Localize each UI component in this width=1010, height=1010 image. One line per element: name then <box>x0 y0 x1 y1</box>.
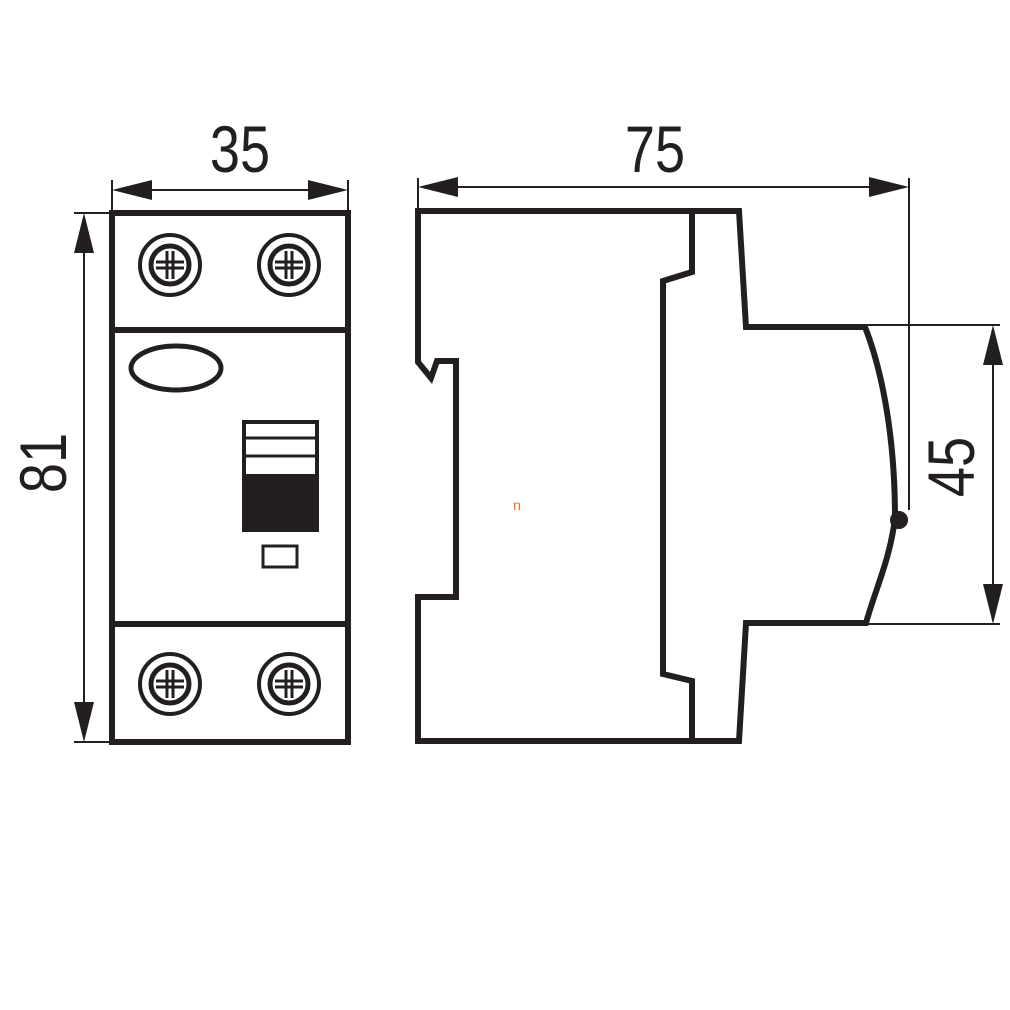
side-front-height-label: 45 <box>914 437 988 497</box>
front-width-label: 35 <box>210 112 270 186</box>
arrowhead-left-icon <box>112 180 152 200</box>
front-body-outline <box>109 210 351 745</box>
indicator-window-icon <box>128 343 224 393</box>
screw-top-right-icon <box>257 233 321 297</box>
screw-bottom-left-icon <box>138 652 202 716</box>
arrowhead-down-icon <box>74 702 94 742</box>
side-view <box>415 208 908 744</box>
side-body-outline <box>415 208 899 744</box>
side-inner-groove <box>660 213 695 739</box>
arrowhead-down-icon <box>983 584 1003 624</box>
side-depth-label: 75 <box>625 112 685 186</box>
front-view <box>109 210 351 745</box>
dimension-side-front-height: 45 <box>865 324 1003 625</box>
screw-bottom-right-icon <box>257 652 321 716</box>
dimension-front-height: 81 <box>6 212 112 743</box>
lever-pivot-icon <box>890 511 908 529</box>
toggle-lever-icon <box>242 420 319 532</box>
arrowhead-right-icon <box>308 180 348 200</box>
arrowhead-up-icon <box>983 325 1003 365</box>
arrowhead-left-icon <box>418 177 458 197</box>
marker-label: n <box>513 497 521 513</box>
dimension-front-width: 35 <box>111 112 349 213</box>
screw-top-left-icon <box>138 233 202 297</box>
dimension-side-depth: 75 <box>417 112 910 510</box>
arrowhead-up-icon <box>74 213 94 253</box>
test-button-icon <box>261 544 299 569</box>
arrowhead-right-icon <box>869 177 909 197</box>
front-height-label: 81 <box>6 433 80 493</box>
